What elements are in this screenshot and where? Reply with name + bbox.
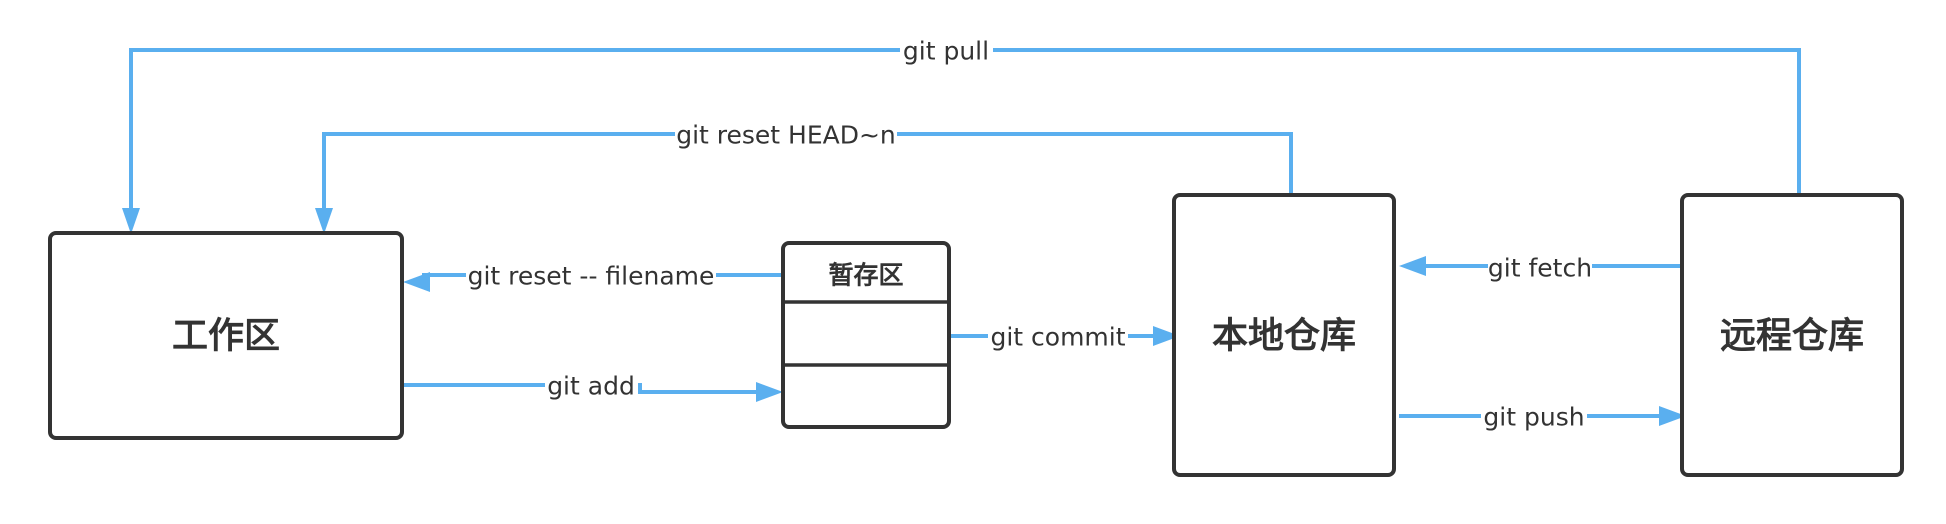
arrowhead-left-icon	[403, 272, 430, 292]
edge-git-pull	[122, 48, 1801, 234]
arrowhead-right-icon	[1659, 406, 1686, 426]
node-local-repo: 本地仓库	[1172, 193, 1396, 477]
node-workspace: 工作区	[48, 231, 404, 440]
node-staging-label: 暂存区	[828, 261, 903, 290]
node-remote-repo-label: 远程仓库	[1720, 316, 1864, 357]
edge-label-git-push: git push	[1483, 403, 1584, 432]
node-remote-repo: 远程仓库	[1680, 193, 1904, 477]
edge-label-git-pull: git pull	[903, 37, 989, 66]
edge-label-git-reset-file: git reset -- filename	[468, 262, 715, 291]
arrowhead-right-icon	[756, 382, 783, 402]
arrowhead-left-icon	[1399, 256, 1426, 276]
arrowhead-right-icon	[1153, 326, 1180, 346]
arrowhead-down-icon	[122, 208, 140, 234]
node-local-repo-label: 本地仓库	[1212, 316, 1356, 357]
edge-git-add	[404, 382, 783, 402]
arrowhead-down-icon	[315, 208, 333, 234]
edge-label-git-fetch: git fetch	[1488, 254, 1592, 283]
node-staging: 暂存区	[781, 241, 951, 429]
edge-label-git-add: git add	[547, 372, 635, 401]
node-workspace-label: 工作区	[172, 316, 280, 357]
edge-label-git-reset-head: git reset HEAD~n	[676, 121, 896, 150]
edge-label-git-commit: git commit	[990, 323, 1125, 352]
